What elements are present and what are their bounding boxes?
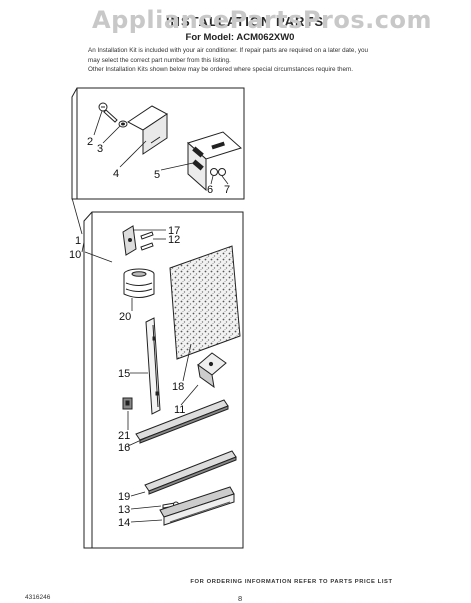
ordering-info-footer: FOR ORDERING INFORMATION REFER TO PARTS … [0, 579, 471, 585]
callout-16: 16 [118, 442, 130, 454]
leader-lines [71, 110, 229, 523]
callout-11: 11 [174, 404, 185, 416]
page-number: 8 [238, 594, 243, 603]
intro-paragraph-2: Other Installation Kits shown below may … [88, 66, 353, 74]
callout-2: 2 [87, 136, 93, 148]
frame-angle-part [187, 131, 242, 192]
callout-labels: 2 3 4 5 6 7 1 10 17 12 20 15 18 11 21 16… [69, 136, 230, 529]
callout-21: 21 [118, 430, 130, 442]
callout-6: 6 [207, 184, 213, 196]
latch-part [122, 397, 133, 410]
intro-text: An Installation Kit is included with you… [88, 46, 378, 75]
foam-seal-roll-part [123, 268, 155, 298]
document-number: 4316246 [25, 594, 51, 601]
callout-20: 20 [119, 311, 131, 323]
callout-18: 18 [172, 381, 184, 393]
callout-1: 1 [75, 235, 81, 247]
watermark-text: AppliancePartsPros.com [92, 6, 432, 34]
callout-19: 19 [118, 491, 130, 503]
model-label: For Model: ACM062XW0 [185, 32, 295, 43]
nut-part [210, 168, 226, 176]
callout-12: 12 [168, 234, 180, 246]
callout-14: 14 [118, 517, 130, 529]
screw-part [98, 102, 118, 123]
foam-panel-part [169, 245, 241, 360]
callout-10: 10 [69, 249, 81, 261]
angle-bracket-part [127, 105, 168, 155]
callout-13: 13 [118, 504, 130, 516]
callout-3: 3 [97, 143, 103, 155]
callout-15: 15 [118, 368, 130, 380]
lower-kit-frame [83, 211, 244, 549]
upper-kit-frame [71, 87, 245, 200]
intro-paragraph-1: An Installation Kit is included with you… [88, 47, 369, 64]
ordering-info-text: FOR ORDERING INFORMATION REFER TO PARTS … [190, 579, 393, 585]
callout-7: 7 [224, 184, 230, 196]
sill-bracket-part [197, 352, 227, 389]
long-channel-part [135, 399, 229, 444]
small-bracket-part [122, 225, 137, 256]
callout-4: 4 [113, 168, 119, 180]
sill-channel-part [144, 450, 237, 495]
bottom-channel-part [159, 486, 235, 526]
callout-17: 17 [168, 225, 180, 237]
vertical-channel-part [145, 317, 161, 415]
mounting-screws-part [140, 231, 154, 251]
washer-part [118, 120, 128, 128]
callout-5: 5 [154, 169, 160, 181]
page-title: INSTALLATION PARTS [165, 14, 325, 29]
